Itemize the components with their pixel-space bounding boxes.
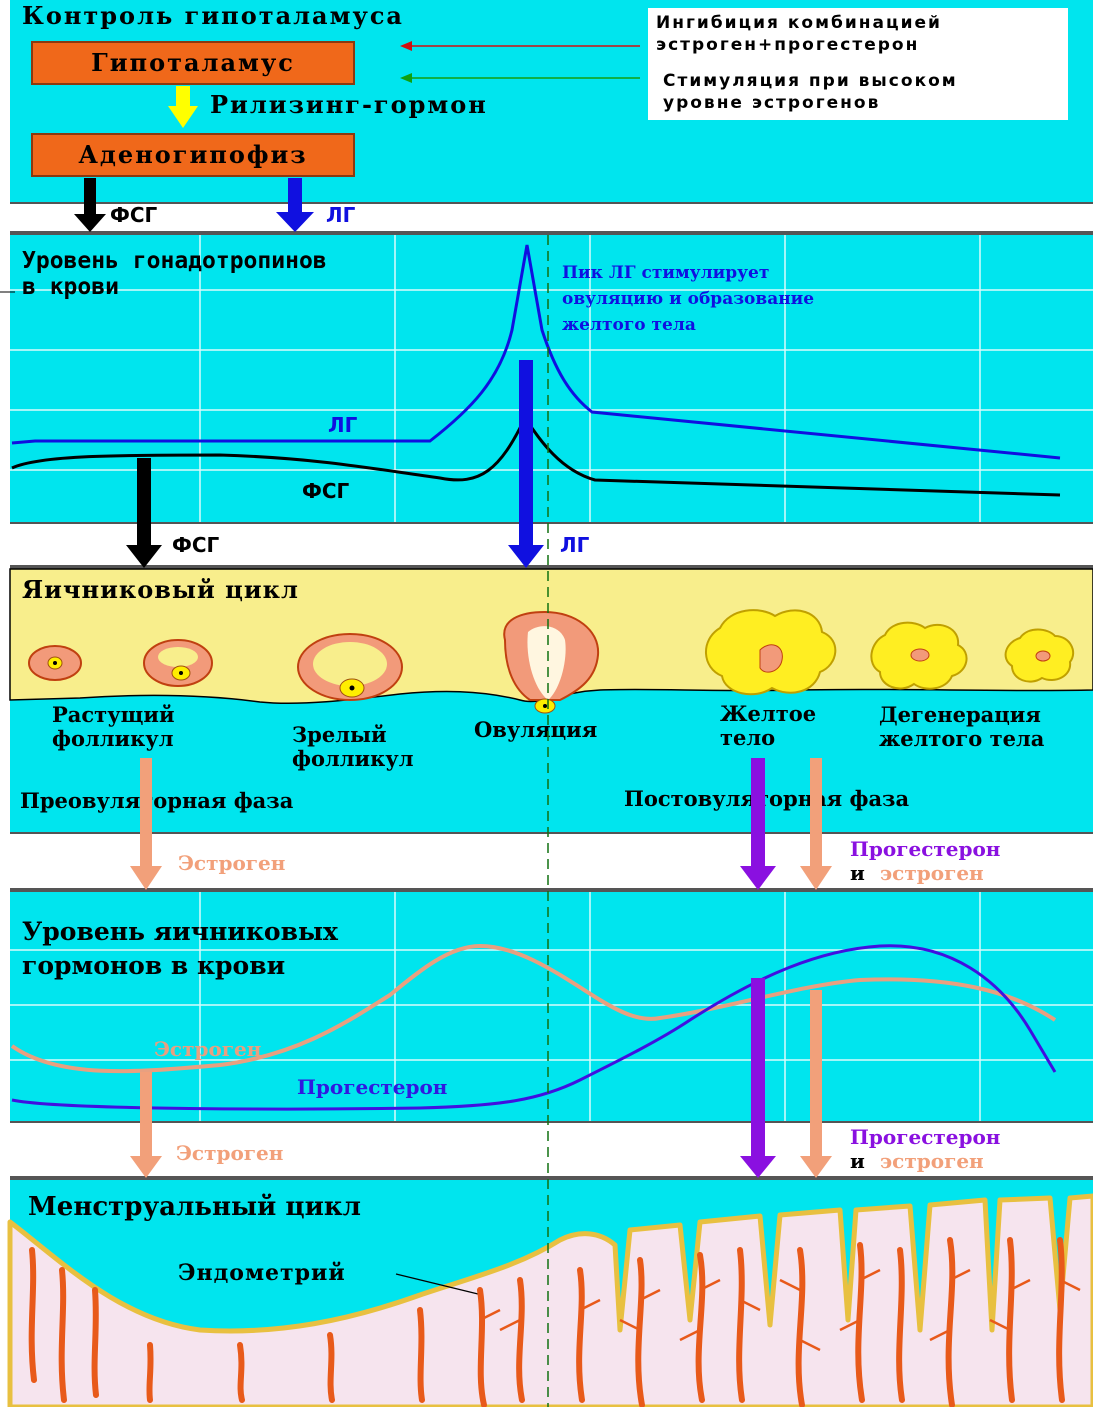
estrogen-inline-label-2: эстроген <box>880 1149 984 1173</box>
legend-stimulation-1: Стимуляция при высоком <box>663 71 958 91</box>
growing-follicle-label-2: фолликул <box>52 726 174 751</box>
lh-peak-note-2: овуляцию и образование <box>562 289 814 309</box>
corpus-luteum-label-1: Желтое <box>720 701 816 726</box>
and-label-1: и <box>850 861 865 885</box>
endometrium-pointer <box>395 1273 479 1295</box>
legend-inhibition-1: Ингибиция комбинацией <box>656 13 942 33</box>
and-label-2: и <box>850 1149 865 1173</box>
mature-follicle-icon <box>297 633 403 701</box>
gland-branches <box>479 1268 1081 1352</box>
lh-curve-label: ЛГ <box>328 413 358 437</box>
gonadotropin-panel <box>10 235 1093 523</box>
lh-peak-note-1: Пик ЛГ стимулирует <box>562 263 769 283</box>
developing-follicle-icon <box>143 639 213 687</box>
ovulation-follicle-icon <box>503 610 600 714</box>
ovarian-hormones-title-1: Уровень яичниковых <box>22 917 339 946</box>
gonadotropin-title-1: Уровень гонадотропинов <box>22 248 327 274</box>
postovulatory-label: Постовуляторная фаза <box>624 786 909 811</box>
fsh-mid-label: ФСГ <box>172 533 220 557</box>
hypothalamus-label: Гипоталамус <box>91 48 295 77</box>
hypothalamus-box <box>31 41 355 85</box>
ovulation-label: Овуляция <box>474 717 597 742</box>
progesterone-curve-label: Прогестерон <box>297 1075 447 1099</box>
releasing-hormone-label: Рилизинг-гормон <box>210 90 488 119</box>
gonadotropin-grid <box>10 235 1093 523</box>
estrogen-curve-label: Эстроген <box>154 1037 261 1061</box>
ovarian-hormones-title-2: гормонов в крови <box>22 951 285 980</box>
gonadotropin-title-2: в крови <box>22 274 119 300</box>
estrogen-arrow-1-label: Эстроген <box>178 851 285 875</box>
lh-mid-label: ЛГ <box>560 533 590 557</box>
corpus-luteum-label-2: тело <box>720 725 775 750</box>
stimulation-arrow-head-icon <box>400 73 412 83</box>
preovulatory-label: Преовуляторная фаза <box>20 788 294 813</box>
lh-top-label: ЛГ <box>326 203 356 227</box>
estrogen-arrow-2-icon <box>800 758 832 890</box>
growing-follicle-label-1: Растущий <box>52 702 175 727</box>
growing-follicle-icon <box>28 645 82 681</box>
lh-peak-note-3: желтого тела <box>562 315 696 335</box>
hypothalamus-control-title: Контроль гипоталамуса <box>22 1 404 30</box>
endometrial-glands <box>28 1237 1065 1407</box>
adenohypophysis-label: Аденогипофиз <box>78 140 307 169</box>
mature-follicle-label-2: фолликул <box>292 746 414 771</box>
faded-corpus-luteum-icon <box>1004 628 1075 683</box>
ovarian-hormones-grid <box>10 892 1093 1122</box>
band-2 <box>10 523 1093 567</box>
progesterone-arrow-1-icon <box>740 758 776 890</box>
releasing-arrow-icon <box>168 86 198 128</box>
estrogen-inline-label-1: эстроген <box>880 861 984 885</box>
fsh-top-label: ФСГ <box>110 203 158 227</box>
degeneration-label-1: Дегенерация <box>879 702 1041 727</box>
estrogen-arrow-3-label: Эстроген <box>176 1141 283 1165</box>
fsh-mid-arrow-icon <box>126 458 162 568</box>
band-4 <box>10 1122 1093 1178</box>
ovarian-cycle-title: Яичниковый цикл <box>22 575 299 604</box>
estrogen-arrow-1-icon <box>130 758 162 890</box>
progesterone-arrow-2-icon <box>740 978 776 1178</box>
fsh-curve <box>11 415 1061 497</box>
progesterone-arrow-2-label: Прогестерон <box>850 1125 1000 1149</box>
progesterone-arrow-1-label: Прогестерон <box>850 837 1000 861</box>
inhibition-arrow-head-icon <box>400 41 412 51</box>
mature-follicle-label-1: Зрелый <box>292 722 387 747</box>
estrogen-arrow-3-icon <box>130 1072 162 1178</box>
band-1 <box>10 203 1093 233</box>
estrogen-arrow-4-icon <box>800 990 832 1178</box>
band-3 <box>10 833 1093 890</box>
legend-inhibition-2: эстроген+прогестерон <box>656 35 919 55</box>
endometrium-label: Эндометрий <box>178 1260 346 1286</box>
endometrium-tissue <box>7 1193 1093 1407</box>
fsh-curve-label: ФСГ <box>302 479 350 503</box>
estrogen-curve <box>10 943 1057 1074</box>
legend-box <box>648 8 1068 120</box>
progesterone-curve <box>11 944 1057 1111</box>
degenerating-corpus-luteum-icon <box>870 621 968 690</box>
legend-stimulation-2: уровне эстрогенов <box>663 93 880 113</box>
lh-mid-arrow-icon <box>508 360 544 568</box>
lh-arrow-icon <box>276 178 314 232</box>
ovarian-hormones-panel <box>10 892 1093 1122</box>
degeneration-label-2: желтого тела <box>879 726 1045 751</box>
lh-curve <box>11 244 1061 460</box>
fsh-arrow-icon <box>74 178 106 232</box>
corpus-luteum-icon <box>705 609 837 696</box>
adenohypophysis-box <box>31 133 355 177</box>
menstrual-cycle-title: Менструальный цикл <box>28 1192 361 1222</box>
